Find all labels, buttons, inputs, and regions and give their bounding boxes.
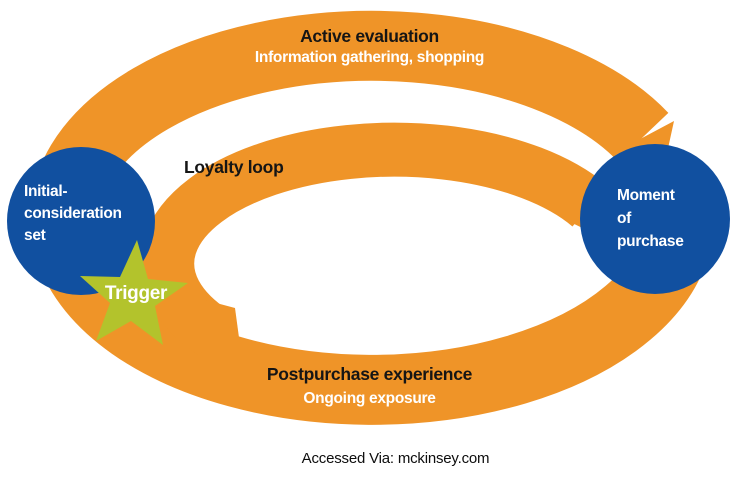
postpurchase-title: Postpurchase experience [266, 364, 473, 384]
loyalty-loop-label: Loyalty loop [184, 157, 284, 177]
postpurchase-subtitle: Ongoing exposure [303, 390, 436, 407]
initial-consideration-label: Initial- consideration set [24, 181, 122, 247]
active-evaluation-subtitle: Information gathering, shopping [254, 49, 485, 66]
initial-consideration-line-1: Initial- [24, 183, 68, 200]
trigger-star-icon [80, 240, 188, 345]
moment-of-purchase-line-3: purchase [617, 233, 684, 250]
moment-of-purchase-node [580, 144, 730, 294]
loyalty-loop-arc [140, 122, 608, 356]
active-evaluation-title: Active evaluation [300, 26, 439, 46]
moment-of-purchase-line-1: Moment [617, 187, 675, 204]
moment-of-purchase-line-2: of [617, 210, 632, 227]
trigger-label: Trigger [104, 283, 168, 304]
loop-junction-filler [200, 300, 240, 345]
source-caption: Accessed Via: mckinsey.com [301, 450, 490, 467]
initial-consideration-line-3: set [24, 227, 46, 244]
initial-consideration-line-2: consideration [24, 205, 122, 222]
initial-consideration-node [7, 147, 155, 295]
moment-of-purchase-label: Moment of purchase [617, 184, 684, 253]
